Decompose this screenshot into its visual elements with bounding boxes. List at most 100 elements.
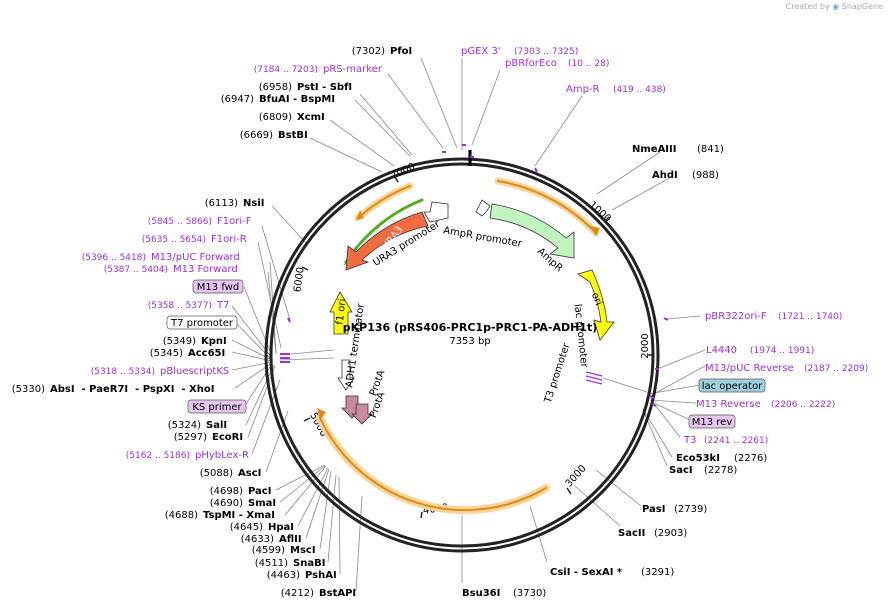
svg-text:(5396 .. 5418): (5396 .. 5418)	[82, 253, 146, 263]
enzyme-kpni[interactable]: (5349)KpnI	[163, 336, 227, 347]
svg-text:PfoI: PfoI	[390, 46, 412, 57]
plasmid-size: 7353 bp	[449, 336, 490, 347]
enzyme-eco53ki[interactable]: Eco53kI(2276)	[676, 453, 767, 464]
enzyme-tspmi-xmai[interactable]: (4688)TspMI - XmaI	[165, 510, 275, 521]
primer-phyblex-r[interactable]: (5162 .. 5186)pHybLex-R	[126, 450, 249, 461]
svg-text:KpnI: KpnI	[201, 336, 227, 347]
box-t7-promoter[interactable]: T7 promoter	[166, 315, 238, 330]
ori-feature[interactable]	[577, 269, 615, 341]
svg-text:(6669): (6669)	[240, 130, 273, 141]
primer-m13-puc-reverse[interactable]: M13/pUC Reverse(2187 .. 2209)	[705, 363, 868, 374]
ampr-feature[interactable]	[489, 203, 575, 259]
enzyme-csii-sexai[interactable]: CsiI - SexAI *(3291)	[550, 567, 674, 578]
enzyme-aflii[interactable]: (4633)AflII	[241, 534, 302, 545]
svg-text:(2903): (2903)	[654, 528, 687, 539]
svg-text:(5635 .. 5654): (5635 .. 5654)	[142, 235, 206, 245]
enzyme-bfuai-bspmi[interactable]: (6947)BfuAI - BspMI	[221, 94, 335, 105]
svg-text:(1721 .. 1740): (1721 .. 1740)	[778, 312, 842, 322]
svg-text:(5297): (5297)	[174, 432, 207, 443]
svg-text:SmaI: SmaI	[248, 498, 276, 509]
svg-text:(6947): (6947)	[221, 94, 254, 105]
ura3-promoter-feature[interactable]	[423, 201, 449, 223]
enzyme-asci[interactable]: (5088)AscI	[200, 468, 262, 479]
enzyme-ecori[interactable]: (5297)EcoRI	[174, 432, 243, 443]
svg-text:PshAI: PshAI	[305, 570, 337, 581]
enzyme-msci[interactable]: (4599)MscI	[252, 545, 316, 556]
svg-text:CsiI - SexAI *: CsiI - SexAI *	[550, 567, 623, 578]
ura3-feature[interactable]	[345, 211, 429, 271]
box-m13-fwd[interactable]: M13 fwd	[192, 279, 244, 294]
svg-text:AbsI - PaeR7I - PspXI - Xho: AbsI - PaeR7I - PspXI - XhoI	[50, 384, 214, 395]
primer-pgex3[interactable]: pGEX 3'(7303 .. 7325)	[461, 46, 578, 57]
svg-text:M13 Forward: M13 Forward	[173, 264, 238, 275]
snapgene-credit: Created by ◉ SnapGene	[785, 2, 883, 11]
svg-text:PasI: PasI	[642, 504, 665, 515]
svg-text:(3730): (3730)	[513, 588, 546, 599]
enzyme-absi-xhoi[interactable]: (5330)AbsI - PaeR7I - PspXI - XhoI	[12, 384, 215, 395]
box-lac-operator[interactable]: lac operator	[698, 378, 766, 393]
primer-t7[interactable]: (5358 .. 5377)T7	[148, 300, 230, 311]
enzyme-saci[interactable]: SacI(2278)	[669, 465, 737, 476]
svg-text:PacI: PacI	[248, 486, 271, 497]
enzyme-snabi[interactable]: (4511)SnaBI	[255, 558, 326, 569]
enzyme-ahdi[interactable]: AhdI(988)	[652, 170, 719, 181]
svg-text:(4698): (4698)	[210, 486, 243, 497]
ampr-promoter-feature[interactable]	[475, 199, 491, 217]
svg-text:F1ori-R: F1ori-R	[211, 234, 247, 245]
primer-t3[interactable]: T3(2241 .. 2261)	[683, 435, 768, 446]
primer-pbluescriptks[interactable]: (5318 .. 5334)pBluescriptKS	[91, 366, 230, 377]
boxed-labels: M13 fwd T7 promoter KS primer lac operat…	[166, 279, 766, 429]
svg-text:(6113): (6113)	[205, 198, 238, 209]
f1-ori-feature[interactable]	[329, 291, 353, 335]
svg-text:(1974 .. 1991): (1974 .. 1991)	[750, 346, 814, 356]
svg-text:(4633): (4633)	[241, 534, 274, 545]
svg-text:(4645): (4645)	[230, 522, 263, 533]
primer-pbrforeco[interactable]: pBRforEco(10 .. 28)	[505, 58, 609, 69]
orange-arrowhead-1	[590, 226, 600, 236]
plasmid-title: pKP136 (pRS406-PRC1p-PRC1-PA-ADH1t)	[343, 321, 598, 334]
svg-text:(6809): (6809)	[259, 112, 292, 123]
svg-text:KS primer: KS primer	[192, 402, 242, 413]
primer-prs-marker[interactable]: (7184 .. 7203)pRS-marker	[254, 64, 383, 75]
svg-text:XcmI: XcmI	[297, 112, 325, 123]
enzyme-nsii[interactable]: (6113)NsiI	[205, 198, 265, 209]
primer-pbr322ori-f[interactable]: pBR322ori-F(1721 .. 1740)	[705, 311, 842, 322]
snapgene-logo-icon: ◉	[832, 2, 840, 11]
primer-m13-reverse[interactable]: M13 Reverse(2206 .. 2222)	[696, 399, 835, 410]
box-ks-primer[interactable]: KS primer	[187, 399, 247, 414]
enzyme-pfoi[interactable]: (7302)PfoI	[352, 46, 413, 57]
primer-f1ori-r[interactable]: (5635 .. 5654) F1ori-R	[142, 234, 247, 245]
enzyme-psti-sbfi[interactable]: (6958)PstI - SbfI	[259, 82, 352, 93]
svg-text:TspMI - XmaI: TspMI - XmaI	[203, 510, 275, 521]
primer-m13-puc-forward[interactable]: (5396 .. 5418)M13/pUC Forward	[82, 252, 240, 263]
enzyme-smai[interactable]: (4690)SmaI	[210, 498, 276, 509]
box-m13-rev[interactable]: M13 rev	[688, 414, 736, 429]
enzyme-bstapi[interactable]: (4212)BstAPI	[281, 588, 356, 599]
enzyme-acc65i[interactable]: (5345)Acc65I	[150, 348, 226, 359]
enzyme-nmeaiii[interactable]: NmeAIII(841)	[632, 144, 724, 155]
enzyme-pasi[interactable]: PasI(2739)	[642, 504, 707, 515]
adh1-terminator-feature[interactable]	[337, 359, 355, 391]
svg-text:pBRforEco: pBRforEco	[505, 58, 557, 69]
orange-arrowhead-3	[356, 210, 364, 220]
enzyme-pshai[interactable]: (4463)PshAI	[267, 570, 337, 581]
svg-text:PstI - SbfI: PstI - SbfI	[297, 82, 352, 93]
enzyme-sacii[interactable]: SacII(2903)	[618, 528, 687, 539]
svg-text:(4212): (4212)	[281, 588, 314, 599]
primer-l4440[interactable]: L4440(1974 .. 1991)	[706, 345, 814, 356]
svg-text:T7: T7	[216, 300, 229, 311]
enzyme-paci[interactable]: (4698) PacI	[210, 486, 272, 497]
svg-text:(4511): (4511)	[255, 558, 288, 569]
svg-text:M13 rev: M13 rev	[692, 417, 733, 428]
enzyme-xcmi[interactable]: (6809) XcmI	[259, 112, 325, 123]
enzyme-bstbi[interactable]: (6669)BstBI	[240, 130, 308, 141]
enzyme-bsu36i[interactable]: Bsu36I(3730)	[462, 588, 546, 599]
prota-feature-2[interactable]	[351, 403, 373, 425]
svg-text:(988): (988)	[692, 170, 719, 181]
enzyme-sali[interactable]: (5324)SalI	[168, 420, 227, 431]
enzyme-hpai[interactable]: (4645)HpaI	[230, 522, 294, 533]
primer-f1ori-f[interactable]: (5845 .. 5866)F1ori-F	[148, 216, 252, 227]
primer-m13-forward[interactable]: (5387 .. 5404)M13 Forward	[104, 264, 238, 275]
svg-text:(419 .. 438): (419 .. 438)	[613, 85, 666, 95]
primer-amp-r[interactable]: Amp-R(419 .. 438)	[566, 84, 666, 95]
